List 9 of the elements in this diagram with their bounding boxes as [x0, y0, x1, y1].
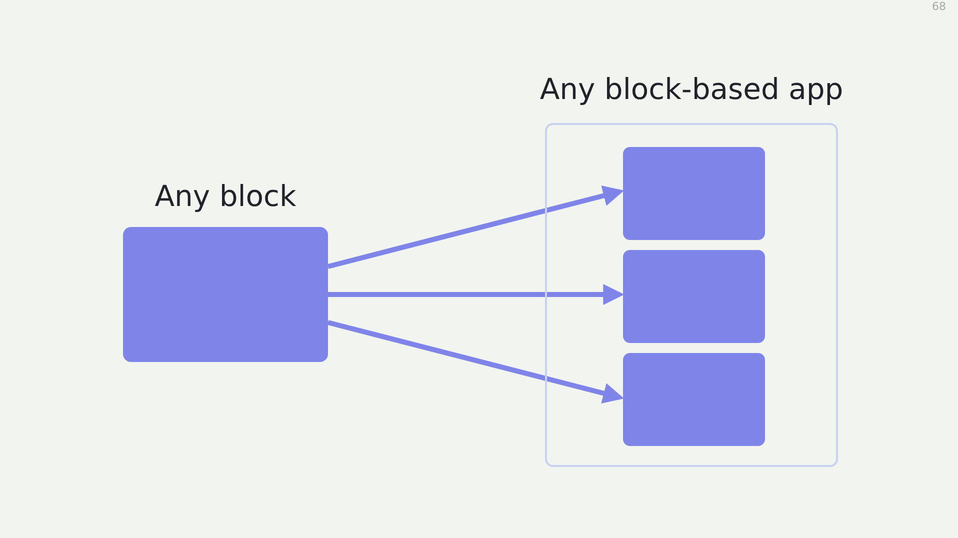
heading: Any block — [154, 179, 298, 213]
heading: Any block-based app — [538, 72, 844, 106]
arrow — [328, 284, 624, 305]
arrow — [327, 320, 624, 404]
block-box — [623, 250, 765, 343]
block-box — [623, 353, 765, 446]
arrow — [327, 186, 624, 269]
page-number: 68 — [932, 0, 946, 13]
block-box — [623, 147, 765, 240]
